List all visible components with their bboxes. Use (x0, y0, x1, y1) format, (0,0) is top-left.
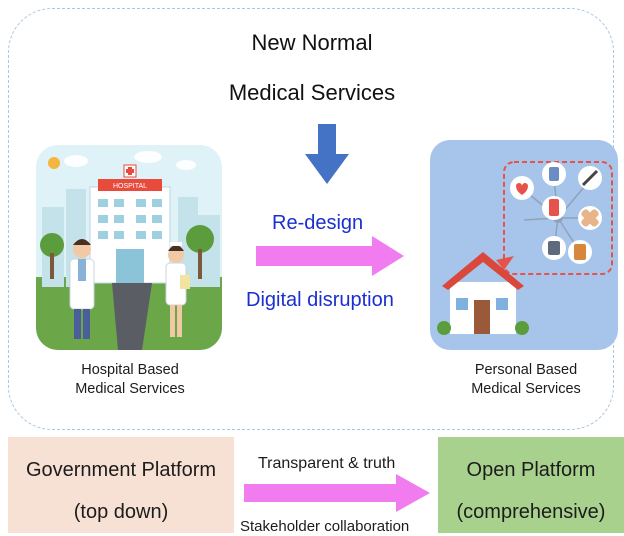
house-icon (437, 252, 529, 335)
redesign-label: Re-design (272, 212, 364, 234)
doctor-icon (69, 239, 95, 339)
personal-caption-line-1: Personal Based (474, 362, 578, 378)
personal-caption: Personal Based Medical Services (432, 361, 620, 399)
personal-caption-line-2: Medical Services (471, 381, 581, 397)
hospital-caption-line-1: Hospital Based (81, 362, 179, 378)
open-platform-box: Open Platform (comprehensive) (438, 437, 624, 533)
thermometer-icon (578, 166, 602, 190)
hospital-illustration: HOSPITAL (36, 145, 222, 350)
nurse-icon (165, 242, 190, 337)
title-line-2: Medical Services (228, 80, 396, 105)
platform-arrow (244, 474, 430, 512)
government-platform-box: Government Platform (top down) (8, 437, 234, 533)
transition-arrow (256, 236, 404, 276)
phone-icon (542, 196, 566, 220)
hospital-caption-line-2: Medical Services (75, 381, 185, 397)
transparent-truth-label: Transparent & truth (258, 455, 396, 472)
medicine-bottle-icon (542, 162, 566, 186)
heart-icon (510, 176, 534, 200)
hospital-sign: HOSPITAL (113, 183, 147, 190)
government-platform-subtitle: (top down) (73, 501, 169, 523)
government-platform-title: Government Platform (25, 459, 217, 481)
title-line-1: New Normal (251, 30, 373, 55)
open-platform-title: Open Platform (466, 459, 596, 481)
digital-disruption-label: Digital disruption (246, 289, 394, 311)
pill-jar-icon (542, 236, 566, 260)
down-arrow (305, 124, 349, 184)
hospital-caption: Hospital Based Medical Services (40, 361, 220, 399)
bandage-icon (578, 206, 602, 230)
home-illustration (430, 140, 618, 350)
open-platform-subtitle: (comprehensive) (456, 501, 606, 523)
stakeholder-collaboration-label: Stakeholder collaboration (240, 518, 410, 535)
